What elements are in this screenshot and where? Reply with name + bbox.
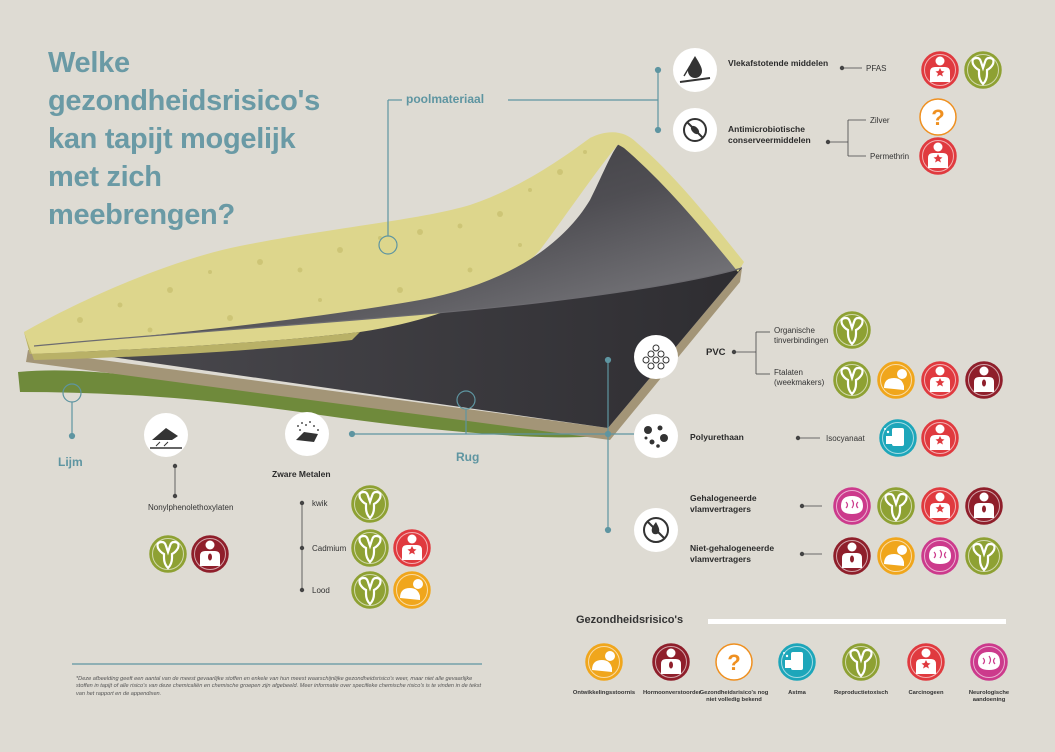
nonhalo-developmental-icon [877,537,915,575]
substance-zilver: Zilver [870,116,890,125]
legend-label-hormone: Hormoonverstoorder [643,690,701,696]
legend-label-repro: Reproductietoxisch [833,690,889,696]
cadmium-reproductive-icon [351,529,389,567]
backing-layer [34,268,742,428]
substance-isocyanaat: Isocyanaat [826,434,865,443]
legend-label-asthma: Astma [788,690,806,696]
group-label-pvc: PVC [706,347,726,358]
legend-bar [708,619,1006,624]
layer-label-glue: Lijm [58,455,83,469]
legend-label-neuro: Neurologische aandoening [968,690,1010,703]
substance-cadmium: Cadmium [312,544,347,553]
tin-reproductive-icon [833,311,871,349]
halo-hormone-icon [965,487,1003,525]
heavy-metals-icon [285,412,329,456]
halo-carcinogen-icon [921,487,959,525]
substance-tin: Organische tinverbindingen [774,326,829,345]
group-label-nonyl: Nonylphenolethoxylaten [148,503,234,512]
connector-lines [62,66,662,665]
curled-pile-lip [590,132,744,272]
legend-dev-icon [585,643,623,681]
base-slab [26,268,742,440]
polyurethane-icon [634,414,678,458]
halo-neuro-icon [833,487,871,525]
cadmium-carcinogen-icon [393,529,431,567]
substance-pfas: PFAS [866,64,887,73]
svg-text:?: ? [727,650,740,675]
pfas-carcinogen-icon [921,51,959,89]
nonhalo-neuro-icon [921,537,959,575]
isocyanaat-asthma-icon [879,419,917,457]
nonyl-reproductive-icon [149,535,187,573]
legend-neuro-icon [970,643,1008,681]
ftalaten-reproductive-icon [833,361,871,399]
pvc-icon [634,335,678,379]
isocyanaat-carcinogen-icon [921,419,959,457]
pile-edge [24,332,360,360]
halo-reproductive-icon [877,487,915,525]
legend-title: Gezondheidsrisico's [576,614,684,626]
substance-ftalaten: Ftalaten (weekmakers) [774,368,825,387]
title-line-4: met zich [48,161,162,193]
legend-carcino-icon [907,643,945,681]
group-label-pu: Polyurethaan [690,432,744,442]
stain-repellent-icon [673,48,717,92]
svg-text:?: ? [931,105,944,130]
layer-label-pool: poolmateriaal [406,92,485,106]
nonhalo-reproductive-icon [965,537,1003,575]
substance-kwik: kwik [312,499,328,508]
group-label-stain: Vlekafstotende middelen [728,58,829,68]
antimicrobial-icon [673,108,717,152]
legend-label-dev: Ontwikkelingsstoornis [572,690,636,696]
pile-texture [77,150,587,333]
nonyl-hormone-icon [191,535,229,573]
lood-developmental-icon [393,571,431,609]
ftalaten-hormone-icon [965,361,1003,399]
backing-edge-line [33,267,743,347]
layer-label-back: Rug [456,450,480,464]
ftalaten-developmental-icon [877,361,915,399]
title-line-2: gezondheidsrisico's [48,85,320,117]
ftalaten-carcinogen-icon [921,361,959,399]
legend-hormone-icon [652,643,690,681]
curled-backing [34,140,742,346]
kwik-reproductive-icon [351,485,389,523]
title-line-1: Welke [48,47,130,79]
permethrin-carcinogen-icon [919,137,957,175]
substance-lines [172,65,866,593]
group-label-metals: Zware Metalen [272,469,331,479]
flame-retardant-icon [634,508,678,552]
legend-repro-icon [842,643,880,681]
legend-label-carcino: Carcinogeen [908,690,944,696]
nonylphenol-icon [144,413,188,457]
page-title: Welke gezondheidsrisico's kan tapijt mog… [48,44,378,234]
group-label-antimicro: Antimicrobiotische conserveermiddelen [728,124,811,145]
zilver-unknown-icon: ? [919,98,957,136]
nonhalo-hormone-icon [833,537,871,575]
group-label-nonhalo: Niet-gehalogeneerde vlamvertragers [690,543,775,564]
group-label-halo: Gehalogeneerde vlamvertragers [690,493,757,514]
substance-lood: Lood [312,586,330,595]
legend-unknown-icon: ? [715,643,753,681]
title-line-5: meebrengen? [48,199,235,231]
legend-label-unknown: Gezondheidsrisico's nog niet volledig be… [699,690,769,703]
title-line-3: kan tapijt mogelijk [48,123,296,155]
substance-permethrin: Permethrin [870,152,910,161]
legend-asthma-icon [778,643,816,681]
disclaimer: *Deze afbeelding geeft een aantal van de… [76,676,482,697]
lood-reproductive-icon [351,571,389,609]
pfas-reproductive-icon [964,51,1002,89]
